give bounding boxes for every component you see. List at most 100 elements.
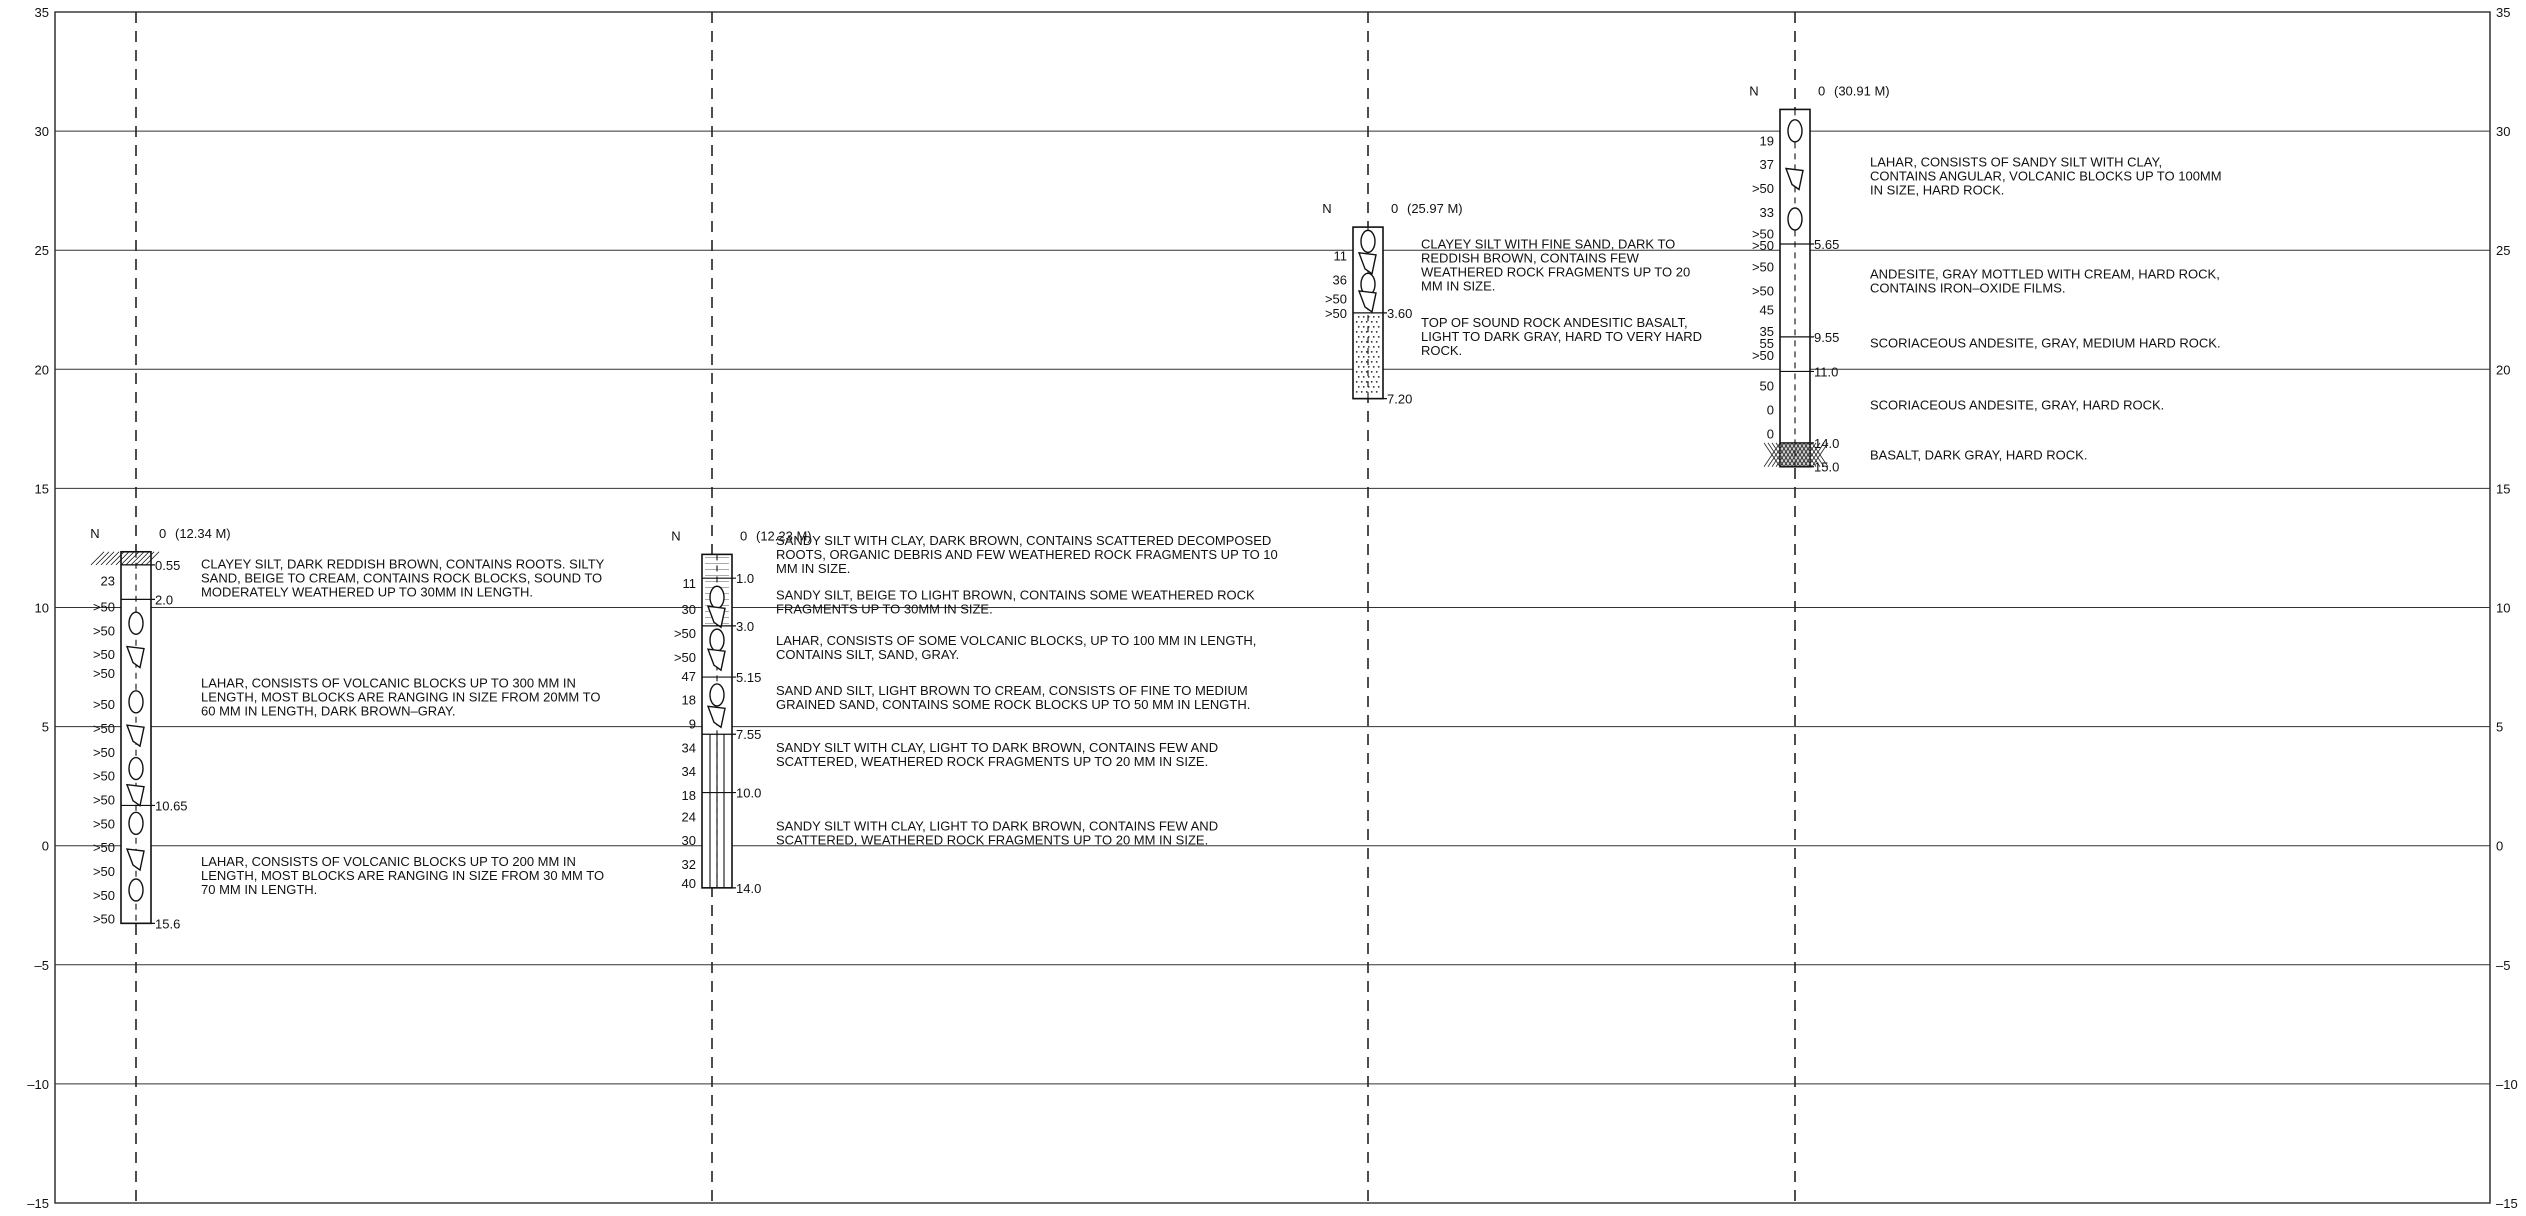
layer-description-line: MODERATELY WEATHERED UP TO 30MM IN LENGT… <box>201 584 533 599</box>
depth-zero-label: 0 <box>1391 201 1398 216</box>
layer-description-line: SCORIACEOUS ANDESITE, GRAY, MEDIUM HARD … <box>1870 336 2221 351</box>
angular-block-symbol <box>1357 251 1377 276</box>
stipple-dot <box>1375 370 1378 373</box>
stipple-dot <box>1360 340 1363 343</box>
elevation-tick-label: –5 <box>35 958 49 973</box>
spt-n-value: >50 <box>1752 181 1774 196</box>
spt-n-value: 45 <box>1760 303 1774 318</box>
hatch-line <box>115 551 130 566</box>
stipple-dot <box>1362 375 1365 378</box>
stipple-dot <box>1365 370 1368 373</box>
layer-description-line: SANDY SILT WITH CLAY, LIGHT TO DARK BROW… <box>776 740 1218 755</box>
ground-elevation-label: (12.34 M) <box>175 526 231 541</box>
depth-zero-label: 0 <box>159 526 166 541</box>
hatch-line <box>145 551 160 566</box>
stipple-dot <box>1370 380 1373 383</box>
layer-description-line: 70 MM IN LENGTH. <box>201 882 317 897</box>
elevation-tick-label: 0 <box>42 839 49 854</box>
stipple-dot <box>1370 330 1373 333</box>
elevation-tick-label: 20 <box>2496 362 2510 377</box>
stipple-dot <box>1375 340 1378 343</box>
ground-elevation-label: (25.97 M) <box>1407 201 1463 216</box>
spt-n-header: N <box>1749 83 1758 98</box>
angular-block-symbol <box>706 605 726 629</box>
stipple-dot <box>1377 385 1380 388</box>
boundary-depth-label: 5.15 <box>736 670 761 685</box>
layer-description-line: GRAINED SAND, CONTAINS SOME ROCK BLOCKS … <box>776 697 1250 712</box>
spt-n-value: >50 <box>93 745 115 760</box>
spt-n-value: 9 <box>689 717 696 732</box>
stipple-dot <box>1372 355 1375 358</box>
hatch-line <box>1799 442 1817 467</box>
angular-block-symbol <box>1784 167 1804 191</box>
stipple-dot <box>1367 375 1370 378</box>
boundary-depth-label: 0.55 <box>155 558 180 573</box>
stipple-dot <box>1372 375 1375 378</box>
spt-n-value: 33 <box>1760 205 1774 220</box>
elevation-tick-label: –10 <box>2496 1077 2518 1092</box>
layer-description-line: CLAYEY SILT, DARK REDDISH BROWN, CONTAIN… <box>201 556 605 571</box>
layer-description-line: LAHAR, CONSISTS OF VOLCANIC BLOCKS UP TO… <box>201 676 576 691</box>
hatch-line <box>105 551 120 566</box>
angular-block-symbol <box>125 848 145 872</box>
hatch-line <box>1811 442 1829 467</box>
elevation-tick-label: 10 <box>35 601 49 616</box>
elevation-tick-label: 25 <box>2496 243 2510 258</box>
boundary-depth-label: 3.60 <box>1387 306 1412 321</box>
stipple-dot <box>1360 360 1363 363</box>
spt-n-value: >50 <box>1752 260 1774 275</box>
volcanic-block-symbol <box>128 878 144 902</box>
stipple-dot <box>1365 340 1368 343</box>
elevation-tick-label: –15 <box>2496 1196 2518 1211</box>
hatch-line <box>1807 442 1825 467</box>
hatch-line <box>1771 442 1789 467</box>
layer-description-line: ROCK. <box>1421 343 1462 358</box>
spt-n-value: 30 <box>682 833 696 848</box>
stipple-dot <box>1377 335 1380 338</box>
layer-description-line: SANDY SILT WITH CLAY, DARK BROWN, CONTAI… <box>776 533 1271 548</box>
volcanic-block-symbol <box>128 690 144 714</box>
boundary-depth-label: 15.6 <box>155 916 180 931</box>
layer-description-line: LAHAR, CONSISTS OF SOME VOLCANIC BLOCKS,… <box>776 633 1256 648</box>
stipple-dot <box>1365 330 1368 333</box>
layer-description-line: SANDY SILT, BEIGE TO LIGHT BROWN, CONTAI… <box>776 588 1255 603</box>
stipple-dot <box>1372 385 1375 388</box>
spt-n-value: 37 <box>1760 157 1774 172</box>
layer-description-line: MM IN SIZE. <box>776 561 850 576</box>
spt-n-value: >50 <box>93 666 115 681</box>
stipple-dot <box>1355 350 1358 353</box>
elevation-tick-label: –10 <box>27 1077 49 1092</box>
hatch-line <box>1787 442 1805 467</box>
layer-description-line: SAND AND SILT, LIGHT BROWN TO CREAM, CON… <box>776 683 1248 698</box>
stipple-dot <box>1375 360 1378 363</box>
spt-n-value: >50 <box>93 647 115 662</box>
spt-n-value: >50 <box>93 769 115 784</box>
stipple-dot <box>1372 365 1375 368</box>
boundary-depth-label: 10.0 <box>736 786 761 801</box>
elevation-tick-label: 10 <box>2496 601 2510 616</box>
layer-description-line: ANDESITE, GRAY MOTTLED WITH CREAM, HARD … <box>1870 267 2220 282</box>
stipple-dot <box>1360 380 1363 383</box>
stipple-dot <box>1370 390 1373 393</box>
stipple-dot <box>1375 390 1378 393</box>
stipple-dot <box>1377 375 1380 378</box>
stipple-dot <box>1362 335 1365 338</box>
angular-block-symbol <box>706 705 726 729</box>
stipple-dot <box>1367 365 1370 368</box>
hatch-line <box>1795 442 1813 467</box>
stipple-dot <box>1370 370 1373 373</box>
spt-n-value: 55 <box>1760 336 1774 351</box>
stipple-dot <box>1355 370 1358 373</box>
boundary-depth-label: 3.0 <box>736 619 754 634</box>
hatch-line <box>1779 442 1797 467</box>
elevation-tick-label: 35 <box>2496 5 2510 20</box>
stipple-dot <box>1357 355 1360 358</box>
boundary-depth-label: 1.0 <box>736 571 754 586</box>
